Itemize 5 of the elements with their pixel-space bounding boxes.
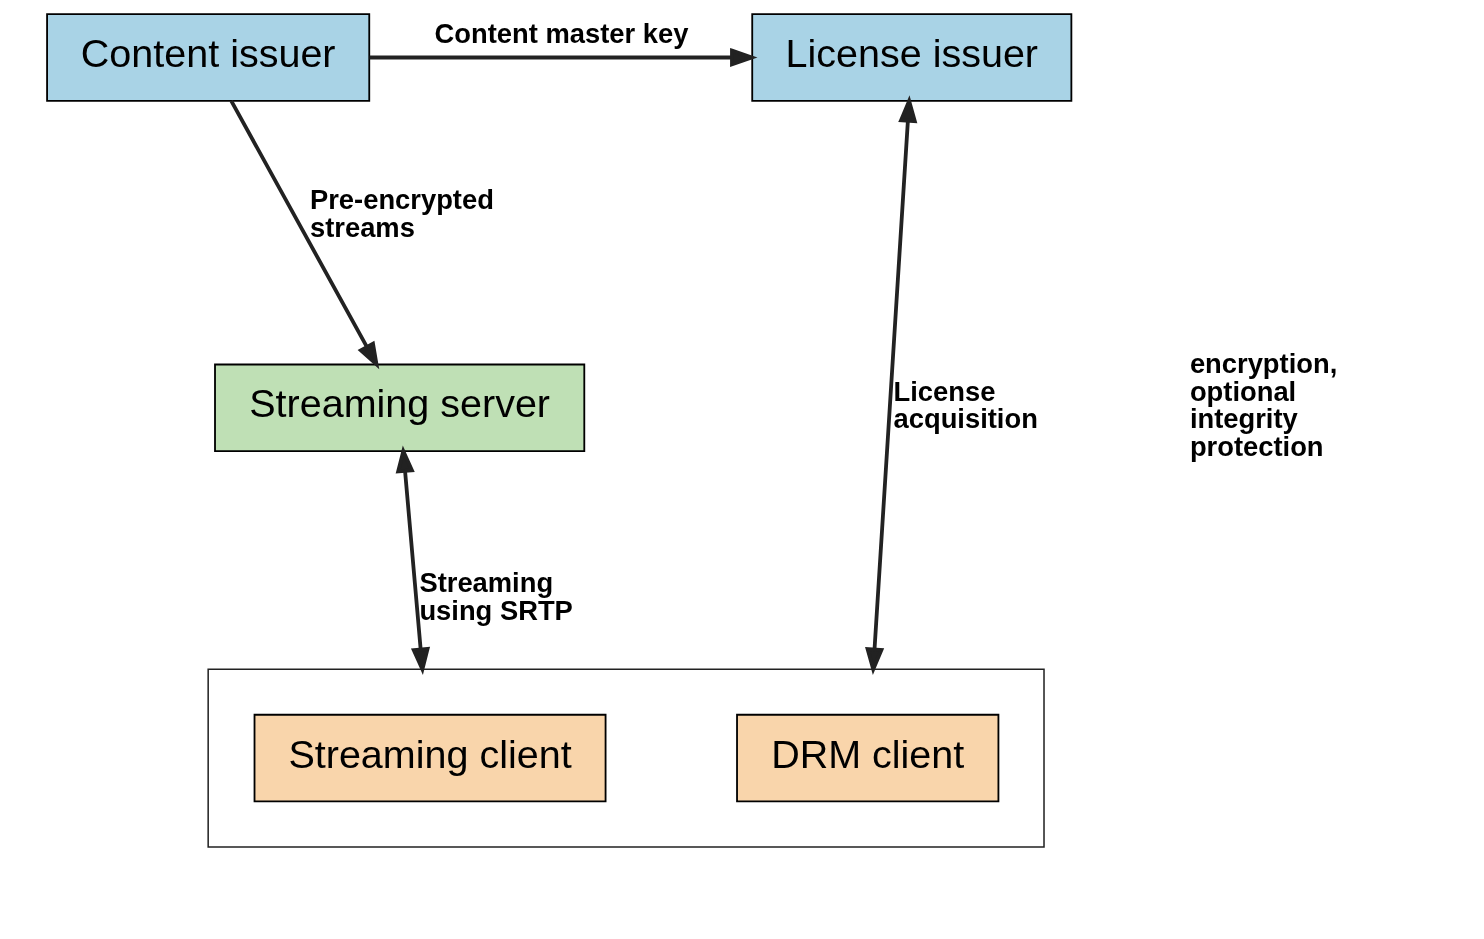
edge-label: Content master key <box>434 17 688 49</box>
edge-label: Streaming using SRTP <box>418 567 573 626</box>
edge-label: License acquisition <box>893 375 1038 435</box>
edge-label: Pre-encrypted streams <box>309 184 494 243</box>
label: encryption, optional integrity protection <box>1189 348 1337 462</box>
